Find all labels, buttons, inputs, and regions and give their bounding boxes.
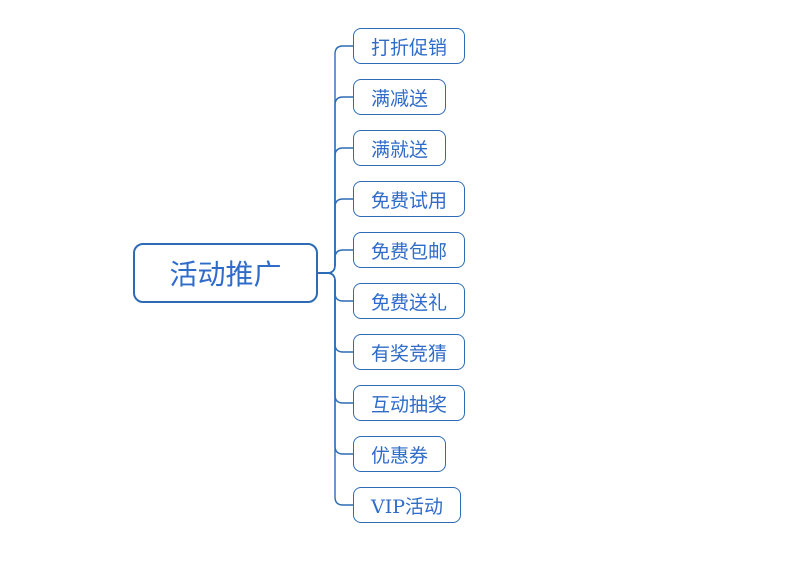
child-node-4[interactable]: 免费试用	[353, 181, 466, 217]
connector-branch-3	[317, 147, 354, 274]
child-node-2[interactable]: 满减送	[353, 79, 447, 115]
child-node-label: 免费送礼	[371, 291, 448, 314]
child-node-label: 优惠券	[371, 444, 429, 467]
connector-branch-9	[317, 272, 354, 455]
child-node-label: 互动抽奖	[371, 393, 448, 416]
child-node-label: 免费包邮	[371, 240, 448, 263]
child-node-6[interactable]: 免费送礼	[353, 283, 466, 319]
connector-branch-4	[317, 198, 354, 274]
child-node-9[interactable]: 优惠券	[353, 436, 447, 472]
connector-branch-1	[317, 45, 354, 274]
connector-branch-10	[317, 272, 354, 506]
child-node-1[interactable]: 打折促销	[353, 28, 466, 64]
child-node-label: 满减送	[371, 87, 429, 110]
child-node-label: 满就送	[371, 138, 429, 161]
child-node-label: 免费试用	[371, 189, 448, 212]
root-node-label: 活动推广	[169, 258, 282, 291]
root-node[interactable]: 活动推广	[133, 243, 318, 303]
connector-branch-6	[317, 272, 354, 302]
child-node-10[interactable]: VIP活动	[353, 487, 462, 523]
child-node-3[interactable]: 满就送	[353, 130, 447, 166]
child-node-label: 打折促销	[371, 36, 448, 59]
connector-branch-5	[317, 249, 354, 274]
connector-branch-2	[317, 96, 354, 274]
connector-branch-8	[317, 272, 354, 404]
child-node-label: 有奖竞猜	[371, 342, 448, 365]
connector-branch-7	[317, 272, 354, 353]
child-node-5[interactable]: 免费包邮	[353, 232, 466, 268]
child-node-7[interactable]: 有奖竞猜	[353, 334, 466, 370]
child-node-label: VIP活动	[371, 495, 444, 518]
child-node-8[interactable]: 互动抽奖	[353, 385, 466, 421]
